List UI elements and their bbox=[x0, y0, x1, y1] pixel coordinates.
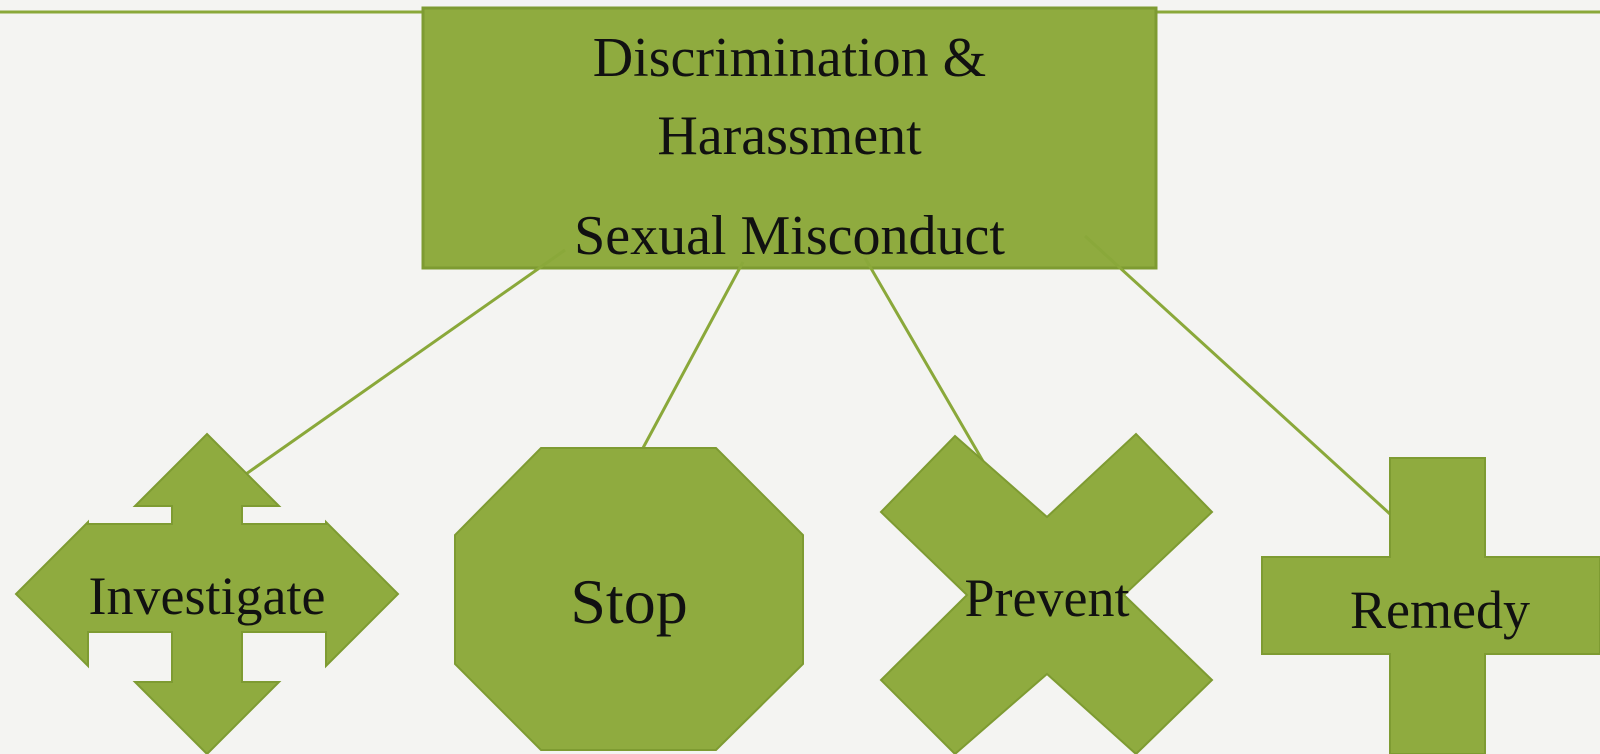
investigate-label: Investigate bbox=[88, 566, 326, 626]
header-box bbox=[421, 6, 1158, 270]
connector-investigate bbox=[245, 248, 566, 476]
connector-remedy bbox=[1083, 234, 1392, 516]
prevent-x-cross bbox=[879, 432, 1214, 754]
connector-prevent bbox=[863, 257, 986, 464]
stop-octagon bbox=[454, 447, 804, 751]
prevent-label: Prevent bbox=[964, 568, 1130, 628]
stop-label: Stop bbox=[570, 566, 688, 637]
connector-stop bbox=[641, 261, 745, 449]
header-line-1: Discrimination & bbox=[592, 27, 987, 89]
remedy-plus-cross bbox=[1261, 457, 1600, 754]
investigate-four-way-arrow bbox=[14, 432, 400, 754]
remedy-label: Remedy bbox=[1350, 580, 1530, 640]
header-line-2: Harassment bbox=[657, 105, 922, 167]
header-line-3: Sexual Misconduct bbox=[574, 205, 1005, 267]
